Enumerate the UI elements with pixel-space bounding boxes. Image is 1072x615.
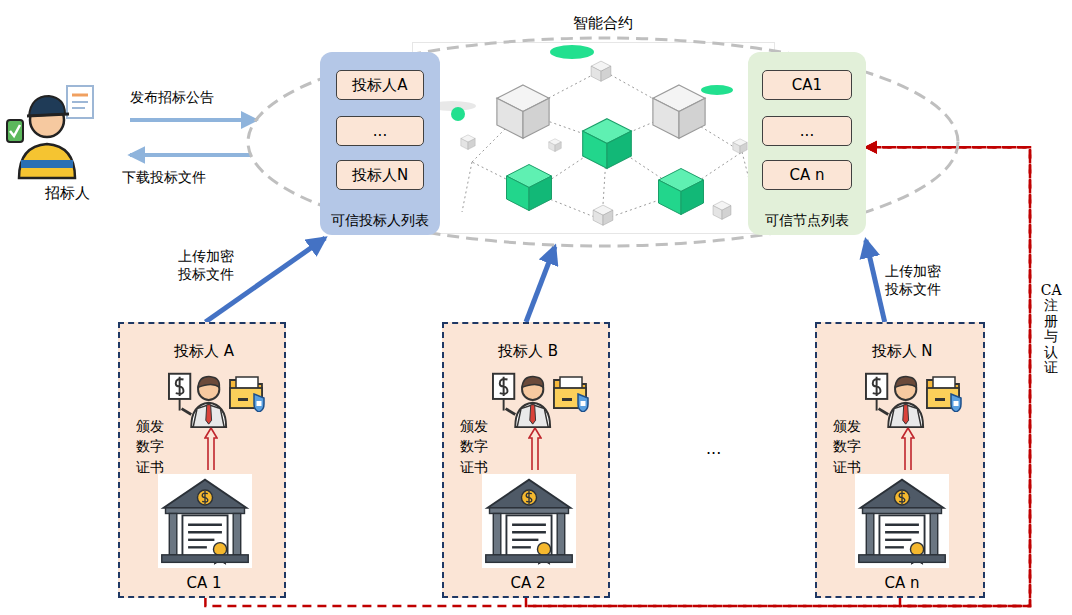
- ca-bank-icon: [855, 474, 949, 568]
- item-text: ...: [800, 122, 814, 141]
- list-item: ...: [336, 116, 424, 146]
- vertical-edge-label: CA注册与认证: [1040, 283, 1062, 375]
- bidder-name: 投标人 N: [817, 342, 987, 361]
- list-item: ...: [762, 116, 852, 146]
- blockchain-illustration: [412, 42, 775, 234]
- bidder-list-panel: 可信投标人列表投标人A... 投标人N: [320, 52, 440, 235]
- issue-note: 颁发数字证书: [136, 416, 165, 477]
- tenderer-icon: [5, 80, 105, 180]
- download-arrow: [130, 153, 251, 157]
- item-text: 投标人A: [352, 76, 407, 95]
- ca-name: CA n: [817, 574, 987, 593]
- node-list-panel: 可信节点列表 CA1... CA n: [748, 52, 866, 235]
- list-item: 投标人N: [336, 160, 424, 190]
- upload-arrow: [866, 240, 885, 322]
- publish-arrow: [130, 118, 256, 122]
- panel-title: 可信投标人列表: [320, 212, 440, 230]
- ellipsis-mark: ···: [706, 444, 721, 465]
- issue-arrow: [901, 426, 915, 470]
- item-text: CA n: [789, 166, 824, 185]
- edge-label: 上传加密投标文件: [885, 262, 945, 298]
- bidder-name: 投标人 B: [444, 342, 612, 361]
- bidder-box: 投标人 B 颁发数字证书 CA 2: [442, 322, 610, 598]
- bidder-icon: [865, 366, 927, 428]
- bidder-icon: [492, 366, 554, 428]
- list-item: 投标人A: [336, 70, 424, 100]
- list-item: CA n: [762, 160, 852, 190]
- tenderer-actor: 招标人: [5, 80, 130, 210]
- bidder-icon: [168, 366, 230, 428]
- ca-name: CA 2: [444, 574, 612, 593]
- issue-note: 颁发数字证书: [460, 416, 489, 477]
- item-text: ...: [373, 122, 387, 141]
- ca-bank-icon: [158, 474, 252, 568]
- edge-label: 发布招标公告: [130, 88, 214, 106]
- issue-arrow: [204, 426, 218, 470]
- bidder-name: 投标人 A: [120, 342, 288, 361]
- edge-label: 上传加密投标文件: [178, 247, 238, 283]
- smart-contract-region: 智能合约可信投标人列表投标人A... 投标人N 可信节点列表 CA1... CA n: [244, 14, 962, 250]
- encrypted-file-icon: [552, 374, 592, 412]
- upload-arrow: [526, 247, 555, 323]
- encrypted-file-icon: [925, 374, 965, 412]
- ca-bank-icon: [482, 474, 576, 568]
- panel-title: 可信节点列表: [748, 212, 866, 230]
- issue-note: 颁发数字证书: [833, 416, 862, 477]
- item-text: 投标人N: [352, 166, 408, 185]
- bidder-box: 投标人 A 颁发数字证书 CA 1: [118, 322, 286, 598]
- region-heading: 智能合约: [244, 14, 962, 33]
- edge-label: 下载投标文件: [122, 168, 206, 186]
- issue-arrow: [528, 426, 542, 470]
- encrypted-file-icon: [228, 374, 268, 412]
- item-text: CA1: [792, 76, 822, 95]
- ca-name: CA 1: [120, 574, 288, 593]
- list-item: CA1: [762, 70, 852, 100]
- actor-label: 招标人: [5, 184, 130, 203]
- bidder-box: 投标人 N 颁发数字证书 CA n: [815, 322, 985, 598]
